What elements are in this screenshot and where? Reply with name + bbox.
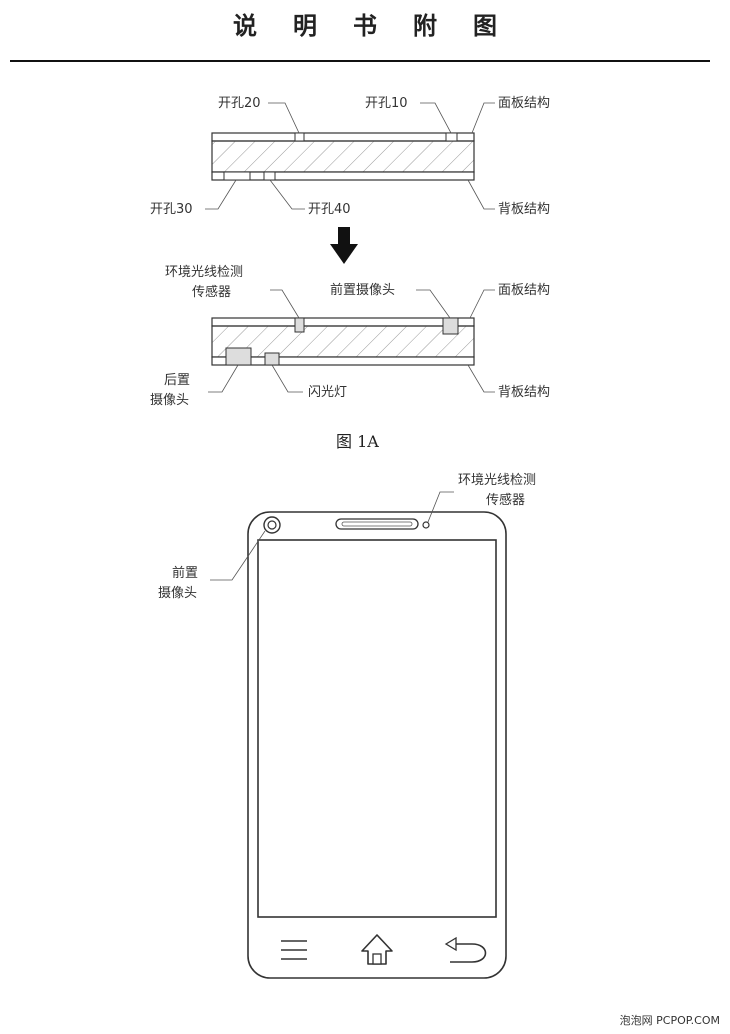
page-title: 说明书附图 [233,11,533,40]
label-ambient-sensor-2: 传感器 [192,284,231,300]
label-opening-30: 开孔30 [150,202,193,217]
label-flash: 闪光灯 [308,385,347,400]
label-phone-ambient-sensor-1: 环境光线检测 [458,473,536,488]
label-panel-structure-bottom: 面板结构 [498,283,550,298]
watermark: 泡泡网 PCPOP.COM [619,1014,720,1027]
label-back-structure-top: 背板结构 [498,202,550,217]
label-opening-40: 开孔40 [308,202,351,217]
label-phone-front-camera-1: 前置 [172,565,198,581]
label-rear-camera-2: 摄像头 [150,393,189,408]
board-bottom [208,289,495,393]
label-back-structure-bottom: 背板结构 [498,385,550,400]
label-phone-ambient-sensor-2: 传感器 [486,492,525,508]
label-rear-camera-1: 后置 [164,373,190,388]
figure-caption: 图 1A [336,432,379,451]
menu-icon[interactable] [281,940,307,960]
label-ambient-sensor-1: 环境光线检测 [165,265,243,280]
label-opening-20: 开孔20 [218,96,261,111]
label-phone-front-camera-2: 摄像头 [158,586,197,601]
front-camera-icon [263,516,281,534]
board-top [205,102,495,210]
phone-outline [247,511,507,979]
home-icon[interactable] [361,934,393,965]
label-front-camera: 前置摄像头 [330,282,395,298]
label-opening-10: 开孔10 [365,96,408,111]
header-rule [10,60,710,62]
label-panel-structure-top: 面板结构 [498,96,550,111]
arrow-down-icon [330,227,358,264]
ambient-sensor-dot [422,521,430,529]
back-icon[interactable] [444,936,487,963]
